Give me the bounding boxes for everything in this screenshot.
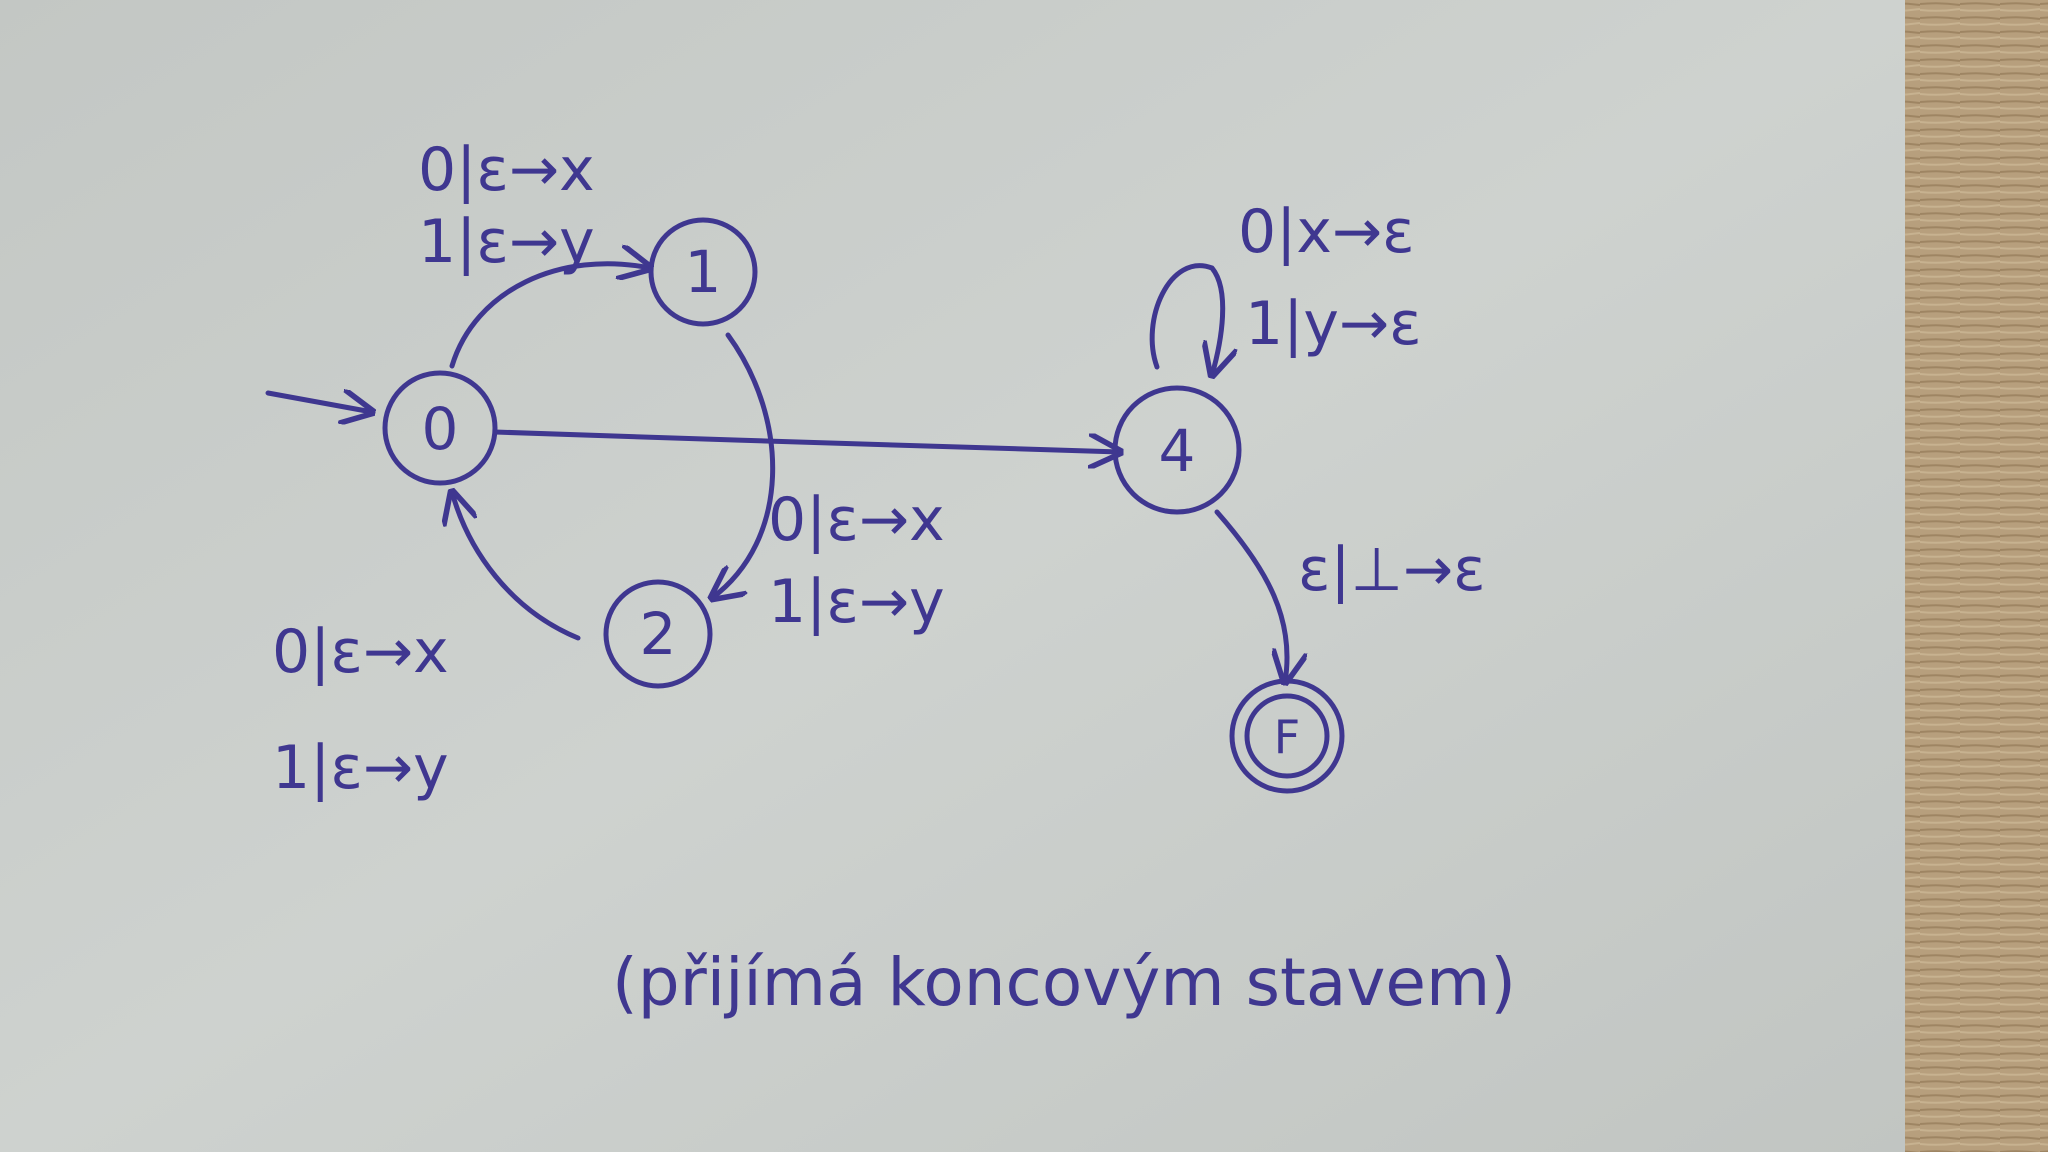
label-4-F: ε|⊥→ε <box>1298 535 1486 605</box>
state-1: 1 <box>648 217 758 327</box>
state-F: F <box>1229 678 1345 794</box>
edge-4-F <box>1214 509 1287 682</box>
edge-2-0 <box>452 492 581 641</box>
state-F-outer-circle <box>1229 678 1345 794</box>
label-4-4-b: 1|y→ε <box>1245 289 1422 359</box>
state-2: 2 <box>603 579 713 689</box>
state-F-inner-circle <box>1244 693 1330 779</box>
label-4-4-a: 0|x→ε <box>1238 197 1415 267</box>
edge-4-4-loop <box>1149 263 1223 375</box>
state-2-label: 2 <box>640 600 677 668</box>
paper-sheet <box>0 0 1905 1152</box>
state-0-circle <box>382 370 498 486</box>
state-4: 4 <box>1112 385 1242 515</box>
label-2-0-a: 0|ε→x <box>272 617 449 687</box>
edge-1-2 <box>712 332 776 598</box>
initial-arrow <box>265 393 372 412</box>
diagram-caption: (přijímá koncovým stavem) <box>612 944 1516 1021</box>
label-1-2-a: 0|ε→x <box>768 485 945 555</box>
label-2-0-b: 1|ε→y <box>272 733 449 803</box>
state-0-label: 0 <box>422 395 459 463</box>
state-0: 0 <box>382 370 498 486</box>
edge-0-1 <box>449 264 650 369</box>
label-1-2-b: 1|ε→y <box>768 567 945 637</box>
label-0-1-a: 0|ε→x <box>418 135 595 205</box>
state-1-circle <box>648 217 758 327</box>
state-1-label: 1 <box>685 238 722 306</box>
state-4-label: 4 <box>1159 417 1196 485</box>
state-4-circle <box>1112 385 1242 515</box>
state-F-label: F <box>1274 710 1300 764</box>
edge-0-4 <box>492 429 1120 452</box>
state-2-circle <box>603 579 713 689</box>
label-0-1-b: 1|ε→y <box>418 207 595 277</box>
